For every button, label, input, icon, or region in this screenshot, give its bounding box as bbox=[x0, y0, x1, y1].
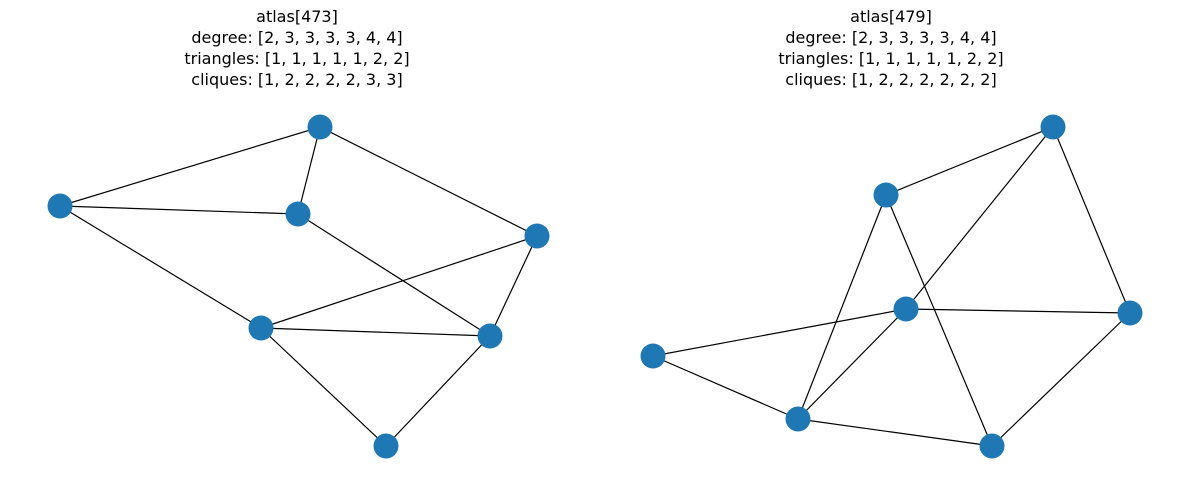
graph-drawing bbox=[640, 114, 1143, 459]
graph-panel-right: atlas[479] degree: [2, 3, 3, 3, 3, 4, 4]… bbox=[594, 0, 1188, 489]
triangles-label: triangles: [1, 1, 1, 1, 1, 2, 2] bbox=[778, 49, 1004, 68]
graph-node bbox=[785, 406, 811, 432]
graph-node bbox=[1040, 114, 1066, 140]
graph-edge bbox=[59, 205, 262, 329]
graph-edge bbox=[59, 205, 299, 215]
graph-edge bbox=[297, 126, 321, 215]
cliques-label: cliques: [1, 2, 2, 2, 2, 3, 3] bbox=[191, 70, 403, 89]
cliques-label: cliques: [1, 2, 2, 2, 2, 2, 2] bbox=[785, 70, 997, 89]
graph-node bbox=[307, 114, 333, 140]
graph-edge bbox=[260, 327, 387, 447]
graph-node bbox=[477, 323, 503, 349]
degree-label: degree: [2, 3, 3, 3, 3, 4, 4] bbox=[191, 28, 403, 47]
graph-edge bbox=[797, 308, 907, 420]
graph-title-block: atlas[479] degree: [2, 3, 3, 3, 3, 4, 4]… bbox=[594, 6, 1188, 90]
graph-edge bbox=[1052, 126, 1131, 314]
degree-label: degree: [2, 3, 3, 3, 3, 4, 4] bbox=[785, 28, 997, 47]
graph-title-block: atlas[473] degree: [2, 3, 3, 3, 3, 4, 4]… bbox=[0, 6, 594, 90]
graph-name: atlas[479] bbox=[850, 7, 932, 26]
graph-edge bbox=[297, 213, 491, 337]
graph-edge bbox=[489, 235, 538, 337]
graph-node bbox=[373, 433, 399, 459]
graph-name: atlas[473] bbox=[256, 7, 338, 26]
triangles-label: triangles: [1, 1, 1, 1, 1, 2, 2] bbox=[184, 49, 410, 68]
graph-edge bbox=[652, 308, 907, 357]
graph-panel-left: atlas[473] degree: [2, 3, 3, 3, 3, 4, 4]… bbox=[0, 0, 594, 489]
graph-edge bbox=[59, 126, 321, 207]
graph-drawing bbox=[47, 114, 550, 459]
graph-node bbox=[893, 296, 919, 322]
graph-edge bbox=[905, 126, 1054, 310]
graph-node bbox=[979, 433, 1005, 459]
graph-edge bbox=[319, 126, 538, 237]
graph-node bbox=[873, 182, 899, 208]
graph-node bbox=[524, 223, 550, 249]
graph-edge bbox=[905, 308, 1131, 314]
graph-edge bbox=[385, 335, 491, 447]
graph-edge bbox=[991, 312, 1131, 447]
graph-edge bbox=[260, 235, 538, 329]
graph-node bbox=[285, 201, 311, 227]
graph-node bbox=[640, 343, 666, 369]
graph-edge bbox=[885, 194, 993, 447]
graph-edge bbox=[797, 418, 993, 447]
graph-edge bbox=[885, 126, 1054, 196]
graph-node bbox=[248, 315, 274, 341]
graph-edge bbox=[797, 194, 887, 420]
graph-node bbox=[1117, 300, 1143, 326]
graph-edge bbox=[260, 327, 491, 337]
graph-edge bbox=[652, 355, 799, 420]
graph-node bbox=[47, 193, 73, 219]
